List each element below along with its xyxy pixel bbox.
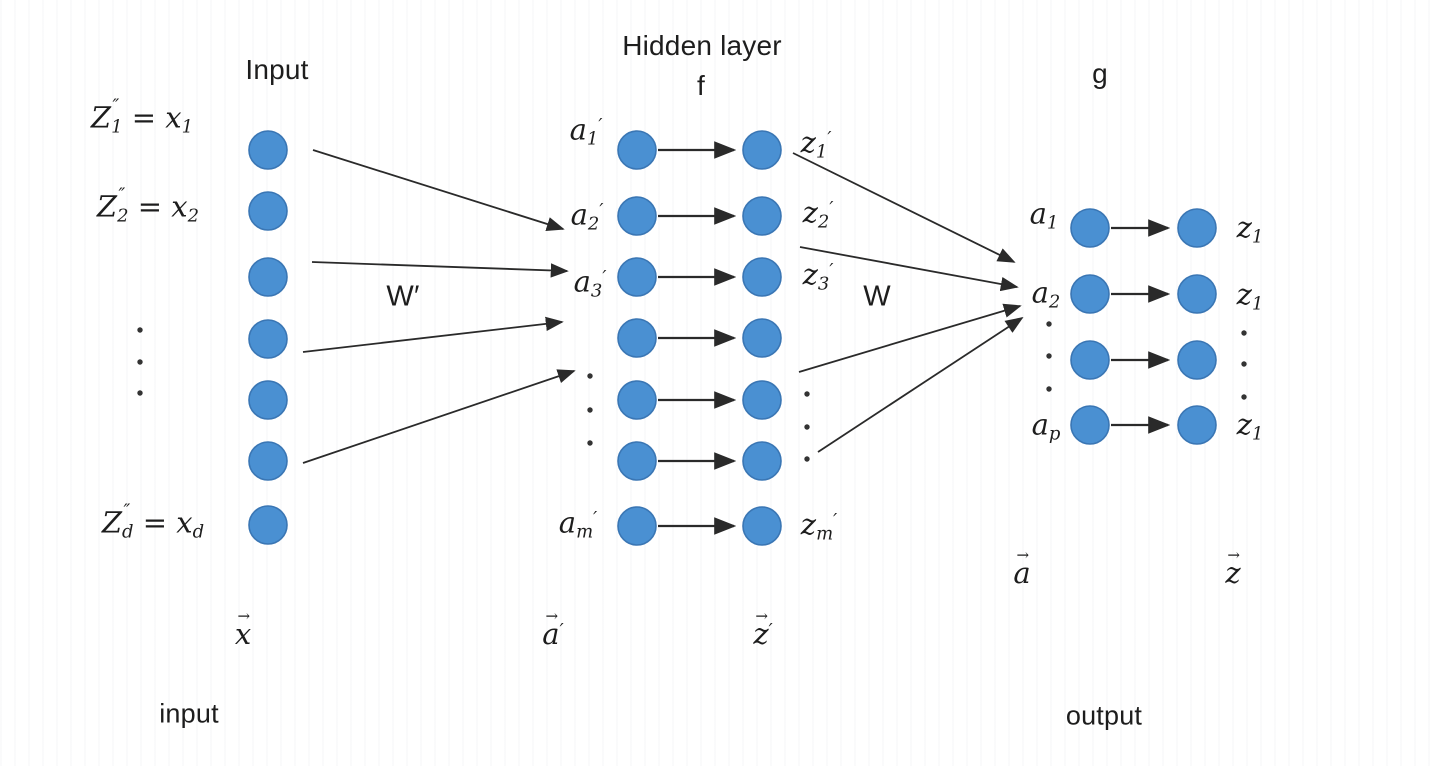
label-out-a2: a2	[1031, 275, 1061, 313]
w-prime-arrow-1	[312, 149, 565, 231]
hidden-z-node-2	[742, 196, 782, 236]
weight-matrix-w-prime-label: W′	[386, 280, 420, 313]
hidden-layer-header: Hidden layer	[622, 30, 782, 61]
output-left-ellipsis-dot-2	[1046, 353, 1052, 359]
output-a-node-2	[1070, 274, 1110, 314]
label-zm-prime: zm′	[800, 507, 838, 545]
label-z2-prime: z2′	[802, 195, 834, 233]
hidden-left-ellipsis-dot-1	[587, 373, 593, 379]
output-right-ellipsis-dot-2	[1241, 361, 1247, 367]
output-right-ellipsis-dot-3	[1241, 394, 1247, 400]
label-am-prime: am′	[558, 505, 598, 543]
output-z-node-3	[1177, 340, 1217, 380]
w-prime-arrow-3	[302, 316, 564, 353]
label-out-z1-row2: z1	[1236, 277, 1264, 315]
weight-matrix-w-label: W	[863, 280, 891, 313]
label-z2-eq-x2: Z″2 = x2	[96, 184, 200, 227]
ellipsis-dots	[137, 321, 1247, 462]
hidden-right-ellipsis-dot-1	[804, 391, 810, 397]
output-a-node-4	[1070, 405, 1110, 445]
footer-output-label: output	[1065, 700, 1143, 731]
input-ellipsis-dot-2	[137, 359, 143, 365]
output-left-ellipsis-dot-3	[1046, 386, 1052, 392]
label-zd-eq-xd: Z″d = xd	[101, 500, 205, 543]
hidden-z-node-4	[742, 318, 782, 358]
hidden-right-ellipsis-dot-3	[804, 456, 810, 462]
hidden-z-node-5	[742, 380, 782, 420]
output-activation-fn-label: g	[1092, 58, 1108, 89]
input-node-1	[248, 130, 288, 170]
weight-arrows	[302, 149, 1024, 464]
label-a2-prime: a2′	[570, 197, 604, 235]
hidden-a-node-6	[617, 441, 657, 481]
label-z-vector: →z	[1225, 546, 1241, 590]
label-a-prime-vector: →a′	[542, 607, 564, 651]
footer-input-label: input	[159, 698, 219, 729]
label-z-prime-vector: →z′	[753, 607, 773, 651]
input-column-header: Input	[245, 54, 309, 85]
label-out-ap: ap	[1031, 407, 1061, 445]
input-node-5	[248, 380, 288, 420]
label-z1-prime: z1′	[800, 125, 832, 163]
label-a-vector: →a	[1013, 546, 1031, 590]
hidden-a-node-3	[617, 257, 657, 297]
hidden-a-node-2	[617, 196, 657, 236]
hidden-z-node-7	[742, 506, 782, 546]
label-z3-prime: z3′	[802, 257, 834, 295]
input-node-7	[248, 505, 288, 545]
hidden-z-node-6	[742, 441, 782, 481]
label-z1-eq-x1: Z″1 = x1	[90, 95, 194, 138]
output-z-node-1	[1177, 208, 1217, 248]
input-node-6	[248, 441, 288, 481]
hidden-activation-fn-label: f	[697, 70, 705, 101]
output-a-node-3	[1070, 340, 1110, 380]
hidden-a-node-1	[617, 130, 657, 170]
hidden-a-node-4	[617, 318, 657, 358]
label-a3-prime: a3′	[573, 264, 607, 302]
w-arrow-4	[817, 317, 1024, 453]
input-node-4	[248, 319, 288, 359]
output-z-node-4	[1177, 405, 1217, 445]
hidden-left-ellipsis-dot-3	[587, 440, 593, 446]
w-arrow-3	[798, 303, 1022, 373]
w-prime-arrow-4	[302, 369, 576, 464]
label-out-a1: a1	[1029, 196, 1059, 234]
hidden-a-node-5	[617, 380, 657, 420]
label-a1-prime: a1′	[569, 112, 603, 150]
output-z-node-2	[1177, 274, 1217, 314]
hidden-z-node-1	[742, 130, 782, 170]
hidden-a-node-7	[617, 506, 657, 546]
hidden-left-ellipsis-dot-2	[587, 407, 593, 413]
hidden-z-node-3	[742, 257, 782, 297]
input-ellipsis-dot-3	[137, 390, 143, 396]
hidden-right-ellipsis-dot-2	[804, 424, 810, 430]
w-prime-arrow-2	[311, 261, 569, 278]
input-node-2	[248, 191, 288, 231]
label-out-z1-row1: z1	[1236, 210, 1264, 248]
output-right-ellipsis-dot-1	[1241, 330, 1247, 336]
activation-arrows	[658, 141, 1171, 535]
w-arrow-1	[792, 152, 1016, 263]
w-arrow-2	[799, 246, 1019, 292]
output-left-ellipsis-dot-1	[1046, 321, 1052, 327]
label-x-vector: →x	[234, 607, 252, 651]
neuron-nodes	[248, 130, 1217, 546]
label-out-z1-row4: z1	[1236, 407, 1264, 445]
output-a-node-1	[1070, 208, 1110, 248]
input-node-3	[248, 257, 288, 297]
input-ellipsis-dot-1	[137, 327, 143, 333]
